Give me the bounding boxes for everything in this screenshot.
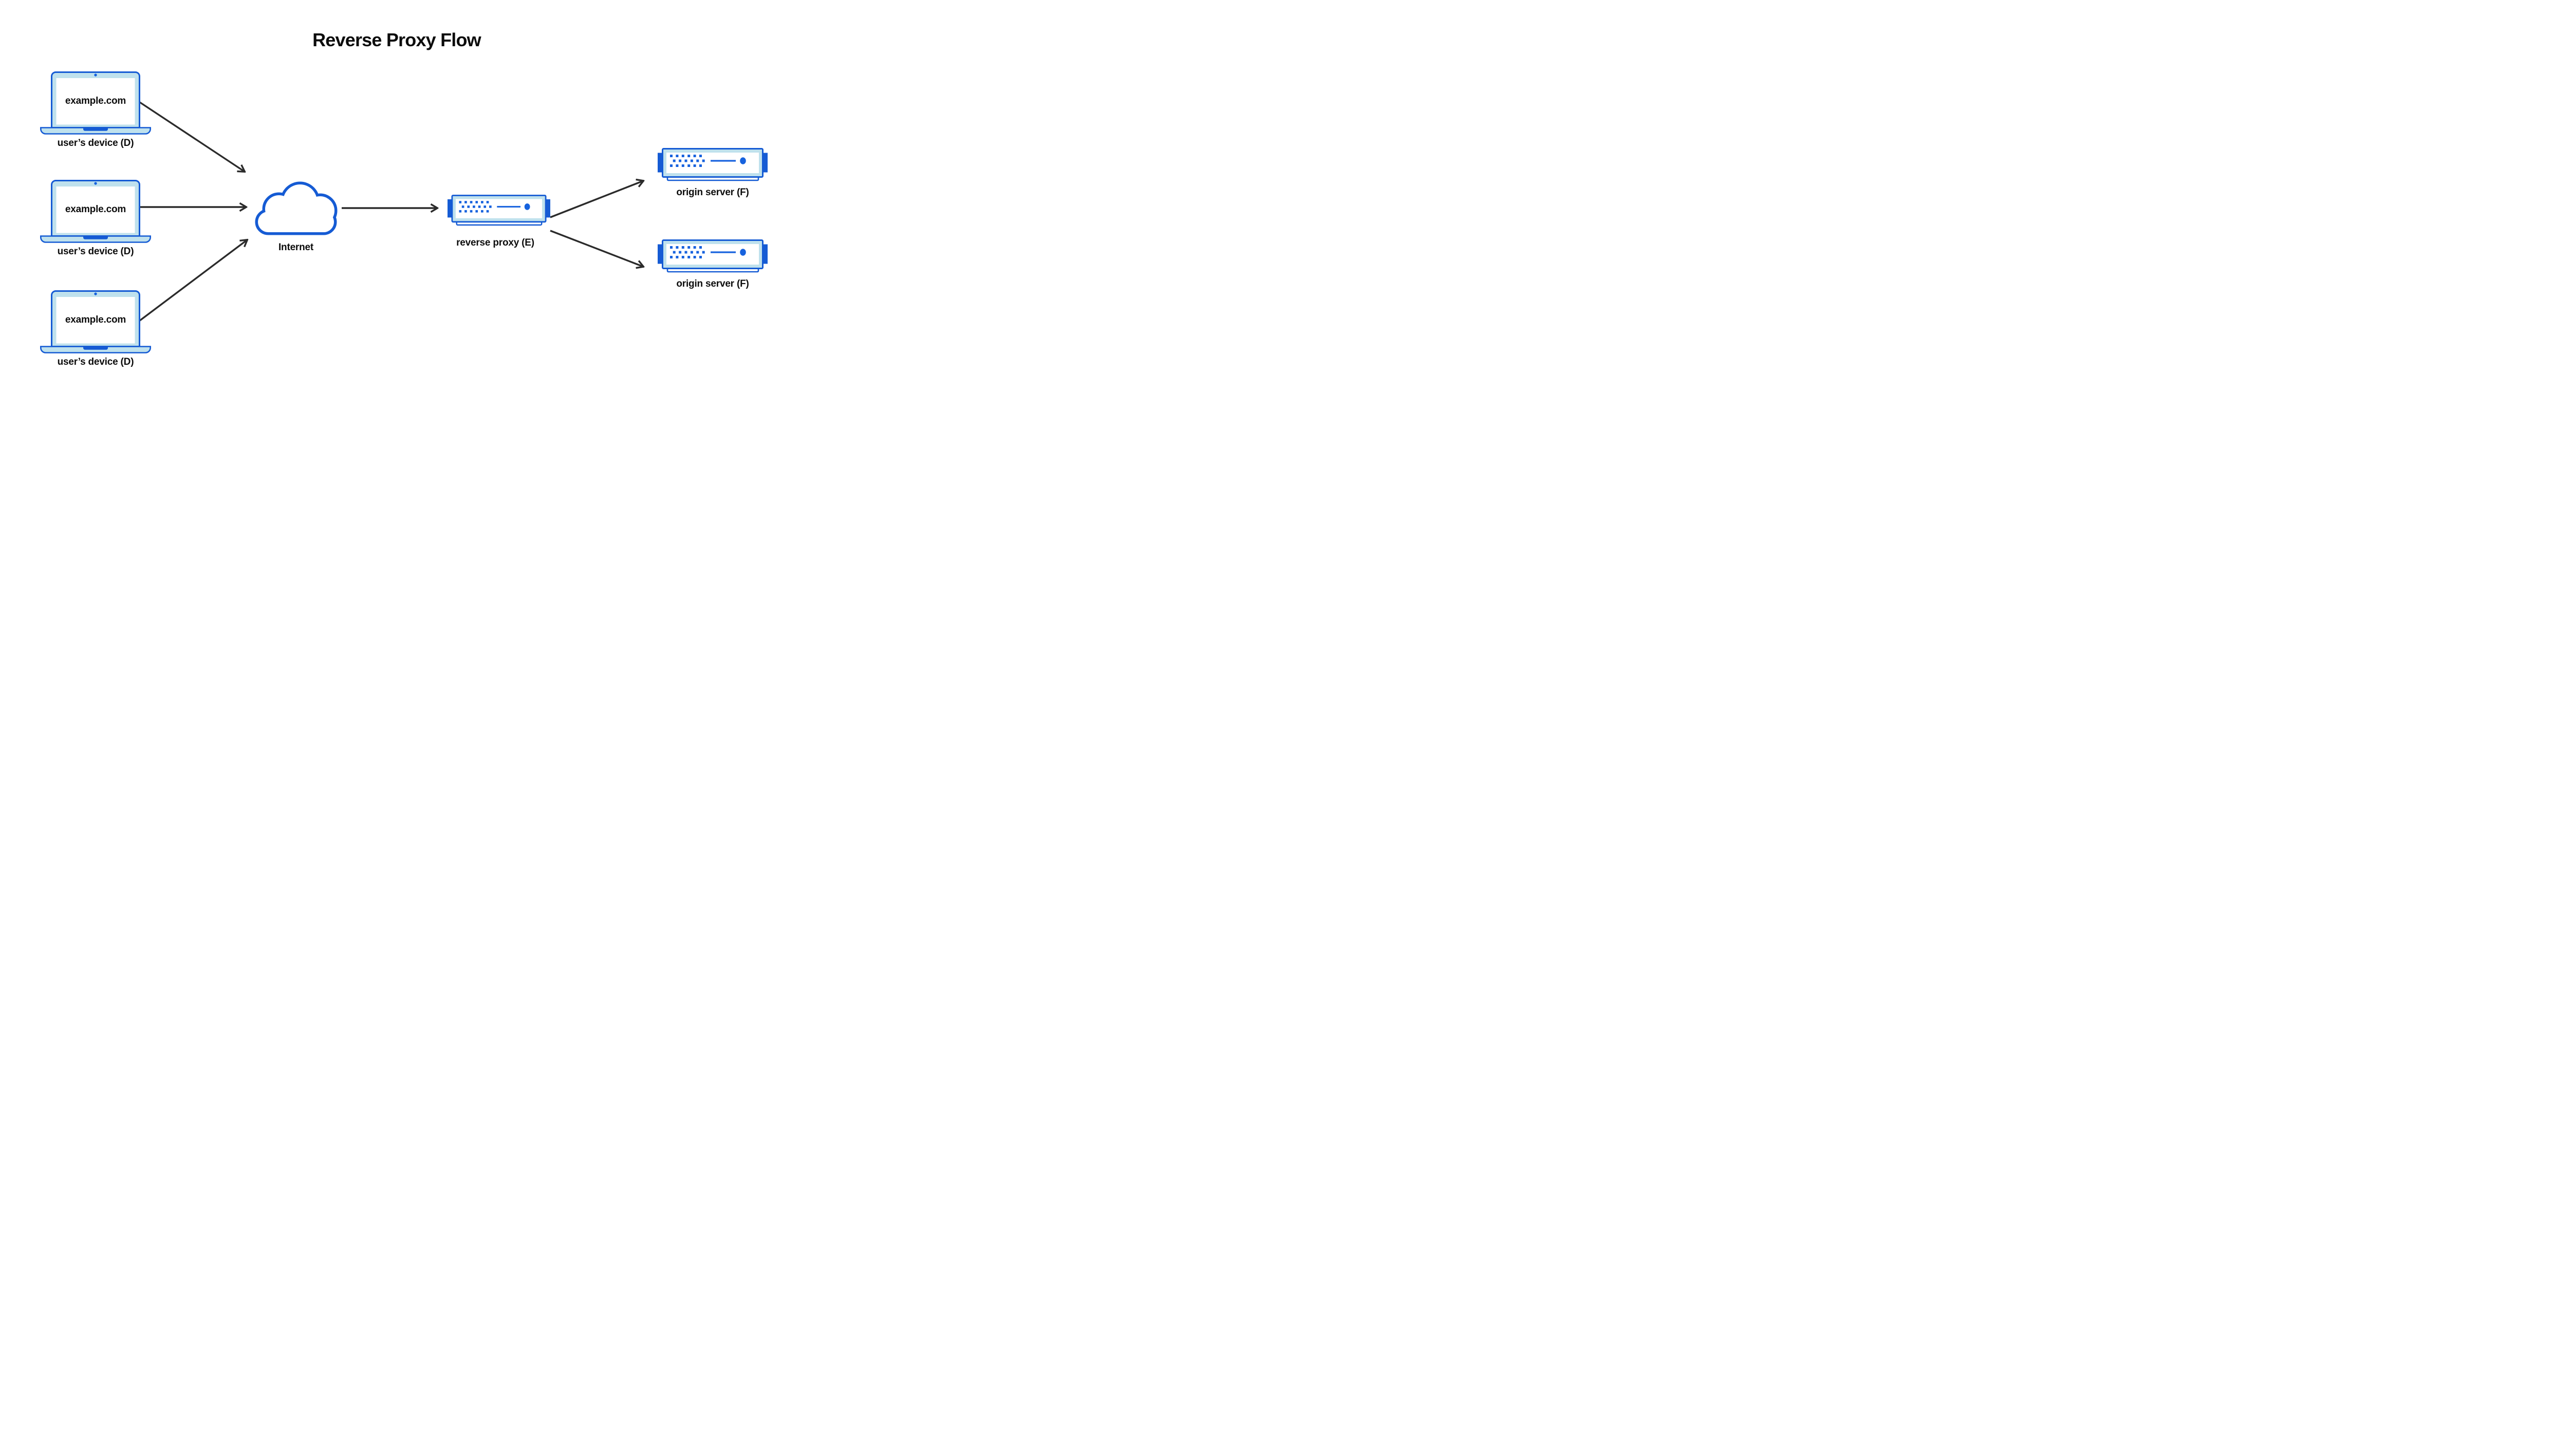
laptop-icon [40,290,151,353]
arrow-proxy-to-origin2 [550,230,643,267]
laptop-screen [56,78,135,125]
server-power-dot [524,203,530,210]
device-label: user’s device (D) [57,138,134,148]
diagram-canvas: Reverse Proxy Flow example.com user’s de… [0,0,806,403]
origin-server-label: origin server (F) [676,187,749,198]
reverse-proxy-node: reverse proxy (E) [448,195,550,248]
device-label: user’s device (D) [57,246,134,257]
origin-server-node-1: origin server (F) [658,148,768,198]
device-label: user’s device (D) [57,357,134,367]
origin-server-label: origin server (F) [676,278,749,289]
arrow-device1-to-internet [139,101,245,172]
reverse-proxy-label: reverse proxy (E) [456,237,534,248]
laptop-base-notch [83,236,108,239]
server-side-tab-right [762,244,768,264]
arrow-proxy-to-origin1 [550,181,643,218]
laptop-camera-dot [94,182,97,185]
server-side-tab-left [658,244,663,264]
device-screen-url: example.com [65,96,126,106]
laptop-icon [40,71,151,135]
server-side-tab-left [448,199,452,218]
user-device-node-1: example.com user’s device (D) [40,71,151,148]
laptop-screen [56,297,135,344]
device-screen-url: example.com [65,204,126,215]
server-side-tab-right [546,199,550,218]
server-side-tab-left [658,153,663,173]
server-power-dot [740,157,746,164]
laptop-base-notch [83,127,108,131]
laptop-screen [56,186,135,233]
user-device-node-2: example.com user’s device (D) [40,180,151,257]
server-icon [658,148,768,181]
server-side-tab-right [762,153,768,173]
laptop-base-notch [83,346,108,350]
laptop-camera-dot [94,292,97,295]
server-power-dot [740,249,746,256]
diagram-title: Reverse Proxy Flow [312,29,481,50]
device-screen-url: example.com [65,314,126,325]
user-device-node-3: example.com user’s device (D) [40,290,151,367]
server-vent-pattern [459,201,492,213]
laptop-icon [40,180,151,243]
server-vent-pattern [670,155,705,167]
server-vent-pattern [670,246,705,258]
server-icon [658,239,768,273]
server-icon [448,195,550,226]
cloud-icon [255,181,338,235]
internet-node: Internet [255,181,338,253]
laptop-camera-dot [94,73,97,77]
internet-label: Internet [278,242,314,253]
origin-server-node-2: origin server (F) [658,239,768,289]
